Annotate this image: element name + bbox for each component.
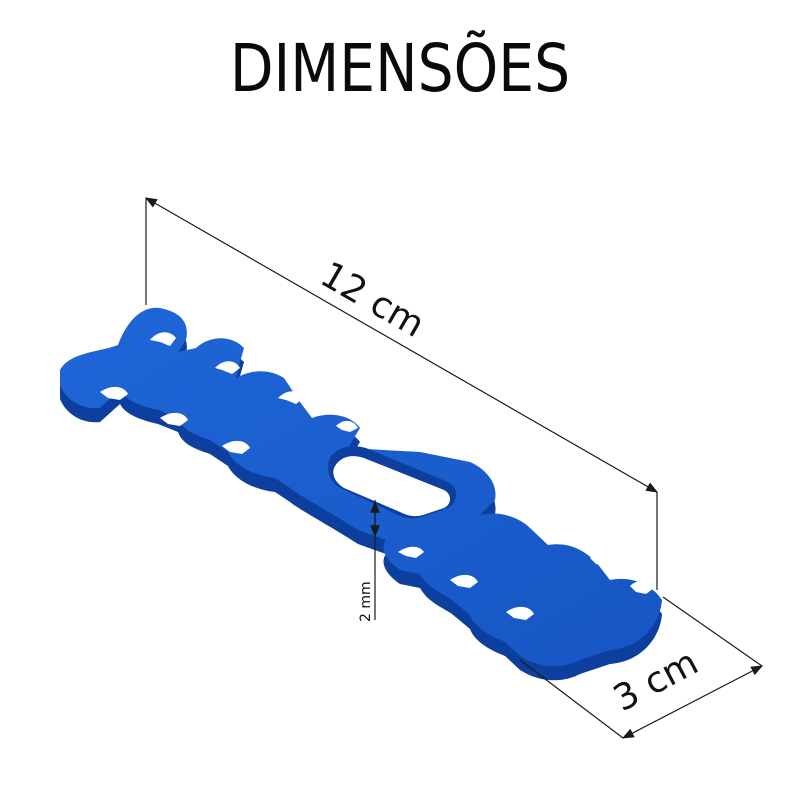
length-label: 12 cm (314, 254, 432, 346)
thickness-label: 2 mm (358, 581, 374, 622)
ear-saver-part (60, 307, 662, 681)
page-title: DIMENSÕES (229, 30, 571, 107)
thickness-dimension: 2 mm (358, 500, 380, 622)
